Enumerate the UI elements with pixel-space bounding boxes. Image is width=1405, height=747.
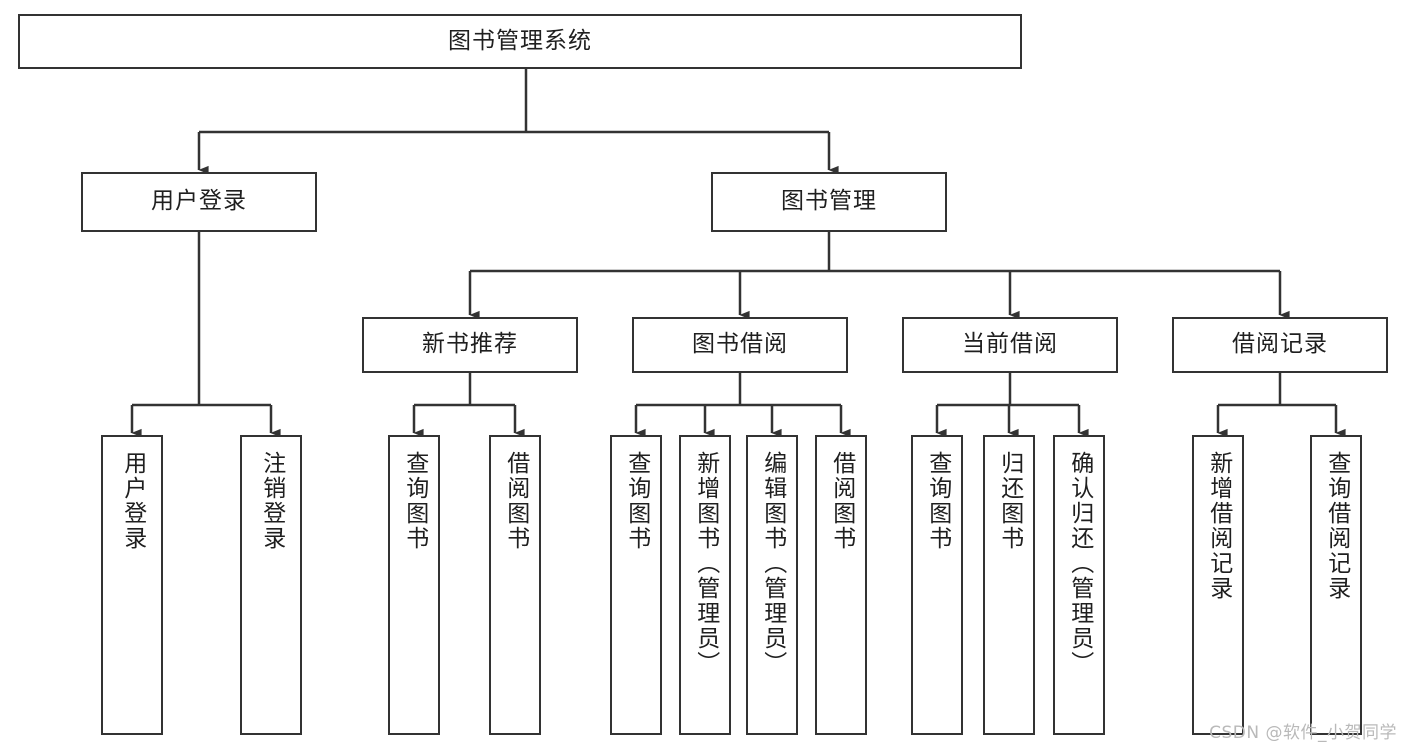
node-leaf-logout[interactable]: 注销登录 <box>240 435 302 735</box>
node-leaf-add-record[interactable]: 新增借阅记录 <box>1192 435 1244 735</box>
node-leaf-query-book-rec-label: 查询图书 <box>401 451 428 551</box>
node-book-manage-label: 图书管理 <box>781 188 877 215</box>
node-leaf-query-book-cur-label: 查询图书 <box>924 451 951 551</box>
node-current-borrow-label: 当前借阅 <box>962 331 1058 358</box>
node-book-manage[interactable]: 图书管理 <box>711 172 947 232</box>
node-leaf-query-book-borrow[interactable]: 查询图书 <box>610 435 662 735</box>
node-book-borrow[interactable]: 图书借阅 <box>632 317 848 373</box>
node-leaf-user-login[interactable]: 用户登录 <box>101 435 163 735</box>
node-leaf-edit-book[interactable]: 编辑图书（管理员） <box>746 435 798 735</box>
node-leaf-confirm-return[interactable]: 确认归还（管理员） <box>1053 435 1105 735</box>
watermark-text: CSDN @软件_小贺同学 <box>1209 723 1397 743</box>
node-leaf-return-book-label: 归还图书 <box>996 451 1023 551</box>
node-leaf-query-book-borrow-label: 查询图书 <box>623 451 650 551</box>
node-current-borrow[interactable]: 当前借阅 <box>902 317 1118 373</box>
node-leaf-borrow-book[interactable]: 借阅图书 <box>815 435 867 735</box>
node-leaf-query-book-cur[interactable]: 查询图书 <box>911 435 963 735</box>
node-user-login[interactable]: 用户登录 <box>81 172 317 232</box>
node-leaf-add-book[interactable]: 新增图书（管理员） <box>679 435 731 735</box>
node-leaf-query-book-rec[interactable]: 查询图书 <box>388 435 440 735</box>
node-leaf-query-record[interactable]: 查询借阅记录 <box>1310 435 1362 735</box>
node-leaf-logout-label: 注销登录 <box>258 451 285 551</box>
node-borrow-record-label: 借阅记录 <box>1232 331 1328 358</box>
node-leaf-user-login-label: 用户登录 <box>119 451 146 551</box>
node-leaf-edit-book-label: 编辑图书（管理员） <box>759 451 786 676</box>
node-book-borrow-label: 图书借阅 <box>692 331 788 358</box>
node-new-book-rec[interactable]: 新书推荐 <box>362 317 578 373</box>
node-user-login-label: 用户登录 <box>151 188 247 215</box>
node-leaf-return-book[interactable]: 归还图书 <box>983 435 1035 735</box>
node-root[interactable]: 图书管理系统 <box>18 14 1022 69</box>
node-leaf-borrow-book-rec-label: 借阅图书 <box>502 451 529 551</box>
node-leaf-add-record-label: 新增借阅记录 <box>1205 451 1232 601</box>
node-leaf-borrow-book-rec[interactable]: 借阅图书 <box>489 435 541 735</box>
node-leaf-add-book-label: 新增图书（管理员） <box>692 451 719 676</box>
node-root-label: 图书管理系统 <box>448 27 592 54</box>
node-leaf-borrow-book-label: 借阅图书 <box>828 451 855 551</box>
node-leaf-query-record-label: 查询借阅记录 <box>1323 451 1350 601</box>
node-leaf-confirm-return-label: 确认归还（管理员） <box>1066 451 1093 676</box>
node-borrow-record[interactable]: 借阅记录 <box>1172 317 1388 373</box>
node-new-book-rec-label: 新书推荐 <box>422 331 518 358</box>
